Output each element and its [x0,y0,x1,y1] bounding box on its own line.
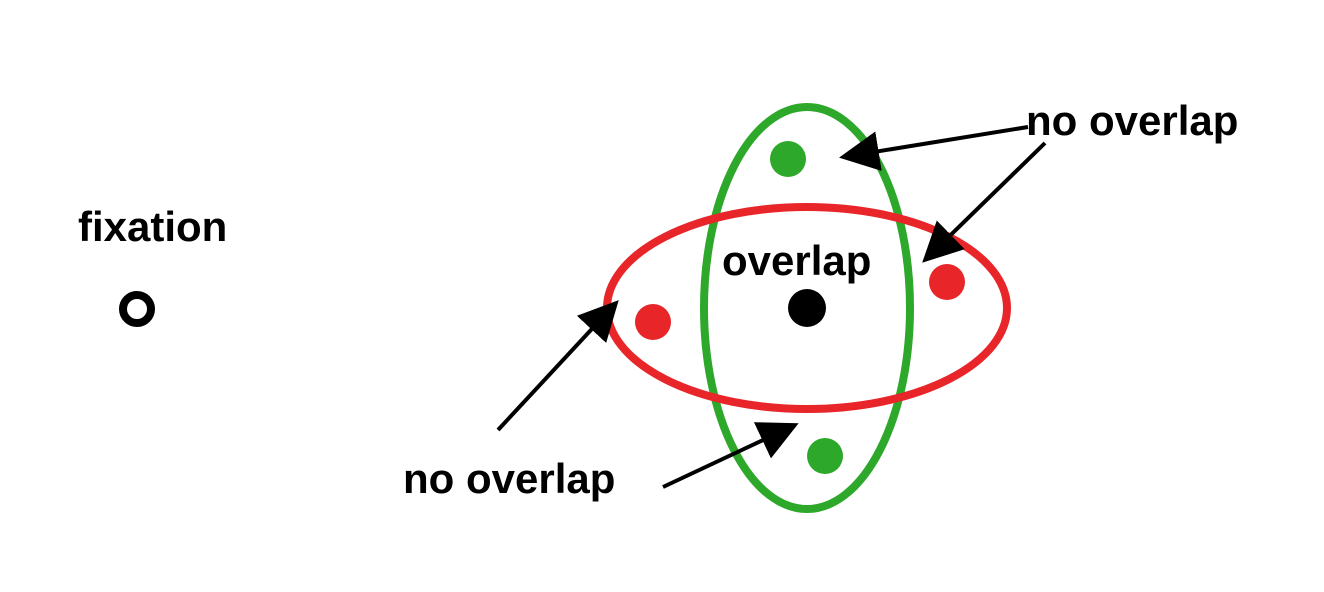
fixation-ring-icon [119,291,155,327]
green-dot-top [770,141,806,177]
no-overlap-label-bottom: no overlap [403,455,616,502]
no-overlap-label-top: no overlap [1026,97,1239,144]
arrow-to-green-dot-top [839,125,1029,171]
arrow-to-green-dot-bottom [662,422,799,489]
arrow-to-red-dot-right [922,141,1047,263]
black-center-dot [788,289,826,327]
green-dot-bottom [807,438,843,474]
red-dot-left [635,304,671,340]
fixation-label: fixation [78,203,228,250]
red-dot-right [929,264,965,300]
overlap-label: overlap [722,237,872,284]
arrow-to-red-dot-left [496,300,619,432]
green-receptive-field-ellipse [700,103,914,513]
